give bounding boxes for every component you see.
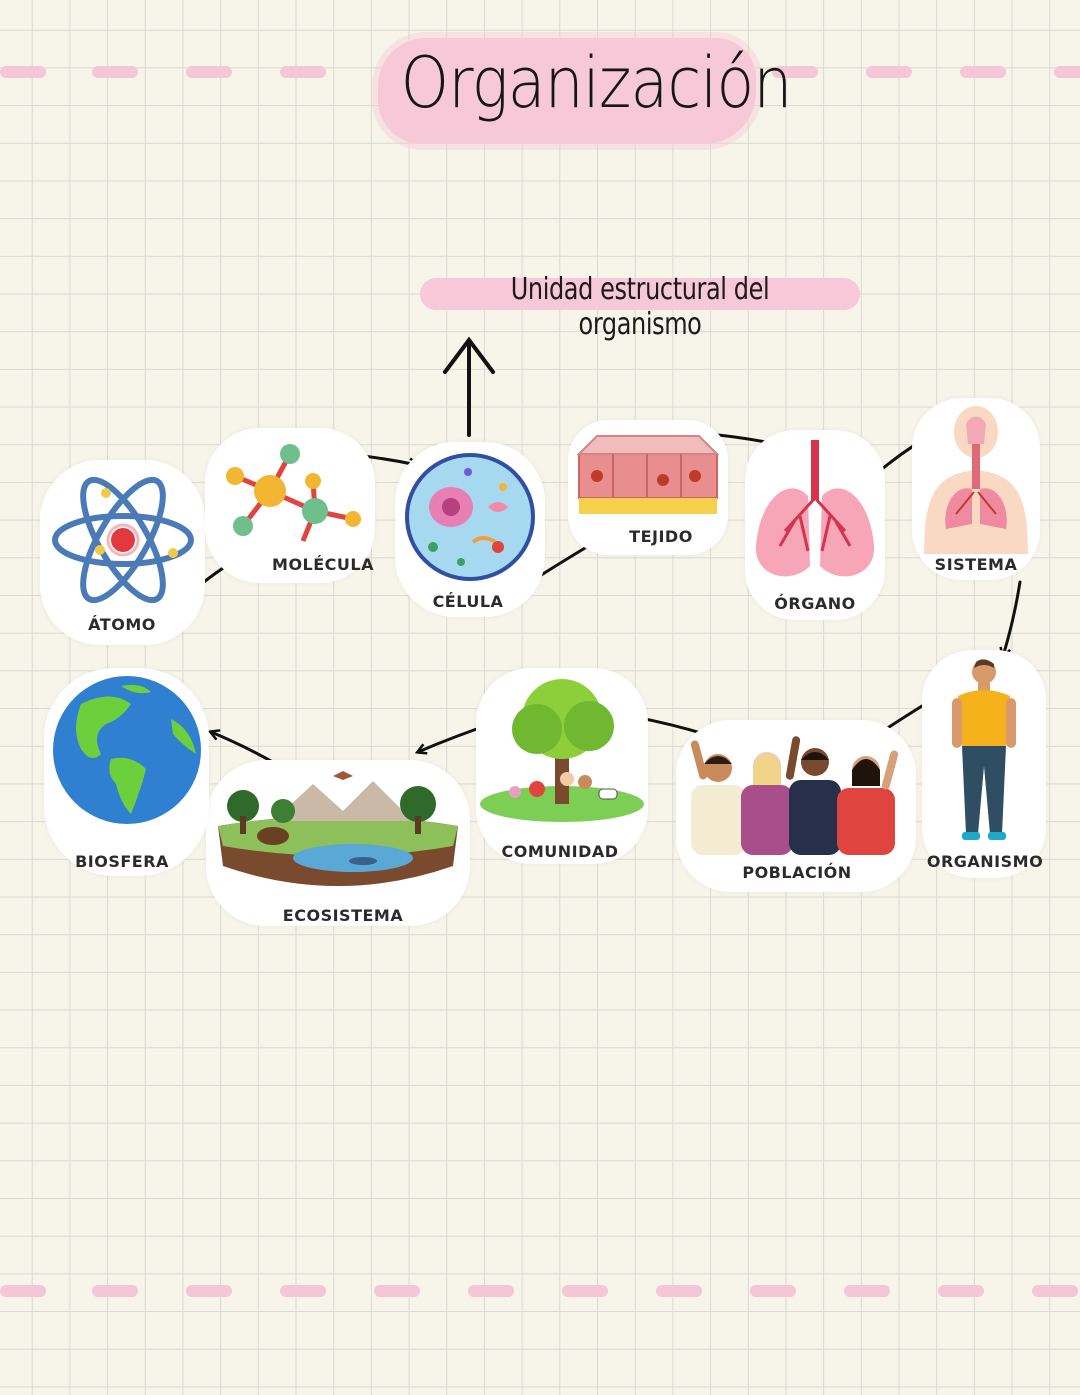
label-sistema: SISTEMA — [934, 555, 1018, 574]
level-celula: CÉLULA — [395, 442, 545, 622]
level-sistema: SISTEMA — [912, 398, 1042, 584]
respiratory-system-icon — [924, 406, 1028, 554]
level-molecula: MOLÉCULA — [205, 428, 375, 588]
label-celula: CÉLULA — [432, 592, 504, 611]
label-biosfera: BIOSFERA — [75, 852, 169, 871]
label-poblacion: POBLACIÓN — [742, 863, 852, 882]
top-dashed-border — [0, 66, 1080, 80]
label-organismo: ORGANISMO — [926, 852, 1044, 871]
earth-globe-icon — [53, 676, 201, 824]
label-ecosistema: ECOSISTEMA — [282, 906, 404, 925]
level-organismo: ORGANISMO — [922, 650, 1046, 880]
cell-icon — [405, 453, 535, 581]
tree-community-icon — [480, 679, 644, 822]
tissue-icon — [576, 435, 720, 514]
label-molecula: MOLÉCULA — [272, 555, 374, 574]
label-organo: ÓRGANO — [774, 594, 856, 613]
ecosystem-icon — [218, 771, 458, 886]
level-atomo: ÁTOMO — [40, 460, 210, 650]
level-poblacion: POBLACIÓN — [676, 720, 916, 896]
arrow-sistema-organismo — [1003, 580, 1022, 656]
bottom-dashed-border — [0, 1285, 1080, 1299]
lungs-icon — [755, 440, 875, 577]
label-atomo: ÁTOMO — [88, 615, 156, 634]
person-icon — [952, 659, 1016, 840]
group-of-people-icon — [690, 736, 899, 855]
label-tejido: TEJIDO — [629, 527, 693, 546]
arrow-up-to-subtitle — [443, 336, 495, 437]
atom-icon — [52, 476, 194, 604]
level-comunidad: COMUNIDAD — [476, 668, 648, 868]
cell-annotation: Unidad estructural del organismo — [510, 272, 770, 342]
level-biosfera: BIOSFERA — [44, 668, 209, 880]
label-comunidad: COMUNIDAD — [501, 842, 619, 861]
molecule-icon — [226, 444, 361, 542]
level-ecosistema: ECOSISTEMA — [206, 760, 470, 930]
page-title: Organización — [400, 42, 793, 124]
subtitle-highlight — [420, 278, 860, 310]
title-highlight — [378, 38, 756, 144]
level-tejido: TEJIDO — [568, 420, 728, 560]
level-organo: ÓRGANO — [745, 430, 885, 625]
